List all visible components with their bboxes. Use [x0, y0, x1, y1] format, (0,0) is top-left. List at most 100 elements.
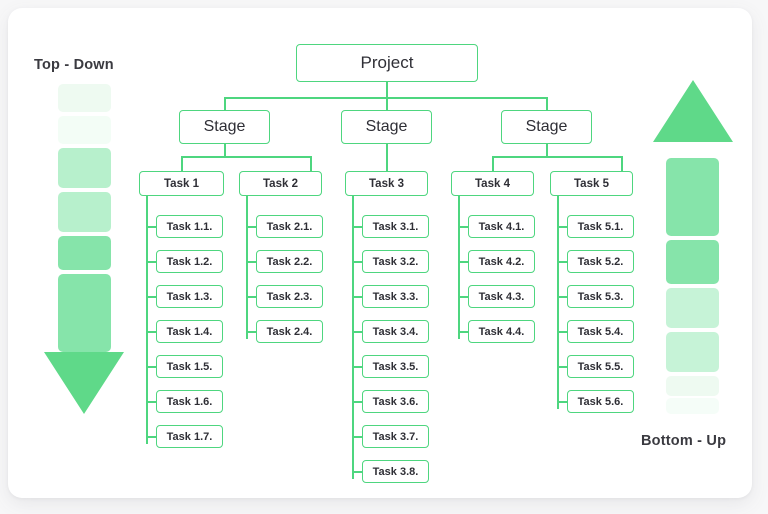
node-task-3[interactable]: Task 3 — [345, 171, 428, 196]
node-task-5[interactable]: Task 5 — [550, 171, 633, 196]
node-stage-3[interactable]: Stage — [501, 110, 592, 144]
connector — [352, 436, 363, 438]
connector — [546, 144, 548, 157]
arrow-segment — [666, 288, 719, 328]
node-subtask[interactable]: Task 1.7. — [156, 425, 223, 448]
connector — [386, 97, 388, 110]
connector — [492, 156, 623, 158]
connector — [458, 296, 469, 298]
connector — [621, 156, 623, 171]
node-task-1[interactable]: Task 1 — [139, 171, 224, 196]
node-subtask[interactable]: Task 3.5. — [362, 355, 429, 378]
connector — [386, 144, 388, 171]
node-subtask[interactable]: Task 3.3. — [362, 285, 429, 308]
node-subtask[interactable]: Task 4.3. — [468, 285, 535, 308]
node-project[interactable]: Project — [296, 44, 478, 82]
connector — [146, 401, 157, 403]
connector — [146, 261, 157, 263]
connector — [557, 226, 568, 228]
connector — [246, 261, 257, 263]
connector — [352, 401, 363, 403]
node-subtask[interactable]: Task 5.2. — [567, 250, 634, 273]
connector — [246, 196, 248, 339]
node-stage-1[interactable]: Stage — [179, 110, 270, 144]
node-subtask[interactable]: Task 2.3. — [256, 285, 323, 308]
connector — [352, 471, 363, 473]
connector — [146, 366, 157, 368]
connector — [146, 196, 148, 444]
node-subtask[interactable]: Task 3.2. — [362, 250, 429, 273]
arrow-segment — [666, 398, 719, 414]
node-subtask[interactable]: Task 2.4. — [256, 320, 323, 343]
node-subtask[interactable]: Task 1.3. — [156, 285, 223, 308]
node-subtask[interactable]: Task 4.1. — [468, 215, 535, 238]
connector — [352, 366, 363, 368]
arrow-segment — [58, 84, 111, 112]
arrow-head-up-icon — [653, 80, 733, 142]
node-task-4[interactable]: Task 4 — [451, 171, 534, 196]
node-subtask[interactable]: Task 3.6. — [362, 390, 429, 413]
connector — [557, 331, 568, 333]
node-subtask[interactable]: Task 5.6. — [567, 390, 634, 413]
connector — [224, 144, 226, 157]
node-subtask[interactable]: Task 1.1. — [156, 215, 223, 238]
connector — [246, 296, 257, 298]
connector — [546, 97, 548, 110]
connector — [352, 331, 363, 333]
arrow-segment — [58, 236, 111, 270]
node-subtask[interactable]: Task 5.3. — [567, 285, 634, 308]
node-subtask[interactable]: Task 3.4. — [362, 320, 429, 343]
top-down-label: Top - Down — [34, 57, 114, 73]
node-subtask[interactable]: Task 4.4. — [468, 320, 535, 343]
node-subtask[interactable]: Task 1.4. — [156, 320, 223, 343]
node-stage-2[interactable]: Stage — [341, 110, 432, 144]
arrow-segment — [58, 148, 111, 188]
arrow-segment — [666, 158, 719, 236]
arrow-segment — [666, 332, 719, 372]
node-subtask[interactable]: Task 3.7. — [362, 425, 429, 448]
connector — [352, 226, 363, 228]
connector — [146, 226, 157, 228]
connector — [352, 296, 363, 298]
connector — [146, 296, 157, 298]
connector — [557, 261, 568, 263]
arrow-segment — [58, 274, 111, 352]
node-subtask[interactable]: Task 4.2. — [468, 250, 535, 273]
node-subtask[interactable]: Task 1.6. — [156, 390, 223, 413]
connector — [386, 82, 388, 98]
connector — [181, 156, 183, 171]
arrow-segment — [666, 376, 719, 396]
connector — [246, 331, 257, 333]
connector — [557, 296, 568, 298]
node-subtask[interactable]: Task 5.4. — [567, 320, 634, 343]
connector — [352, 196, 354, 479]
node-subtask[interactable]: Task 1.5. — [156, 355, 223, 378]
connector — [246, 226, 257, 228]
connector — [146, 331, 157, 333]
connector — [458, 331, 469, 333]
node-task-2[interactable]: Task 2 — [239, 171, 322, 196]
connector — [146, 436, 157, 438]
connector — [181, 156, 312, 158]
arrow-segment — [58, 192, 111, 232]
node-subtask[interactable]: Task 5.1. — [567, 215, 634, 238]
node-subtask[interactable]: Task 2.1. — [256, 215, 323, 238]
connector — [224, 97, 548, 99]
arrow-segment — [58, 116, 111, 144]
connector — [458, 261, 469, 263]
node-subtask[interactable]: Task 5.5. — [567, 355, 634, 378]
arrow-head-down-icon — [44, 352, 124, 414]
connector — [557, 366, 568, 368]
connector — [352, 261, 363, 263]
bottom-up-label: Bottom - Up — [641, 433, 727, 449]
node-subtask[interactable]: Task 3.1. — [362, 215, 429, 238]
connector — [224, 97, 226, 110]
connector — [458, 196, 460, 339]
connector — [557, 196, 559, 409]
node-subtask[interactable]: Task 3.8. — [362, 460, 429, 483]
node-subtask[interactable]: Task 2.2. — [256, 250, 323, 273]
connector — [310, 156, 312, 171]
node-subtask[interactable]: Task 1.2. — [156, 250, 223, 273]
arrow-segment — [666, 240, 719, 284]
connector — [458, 226, 469, 228]
